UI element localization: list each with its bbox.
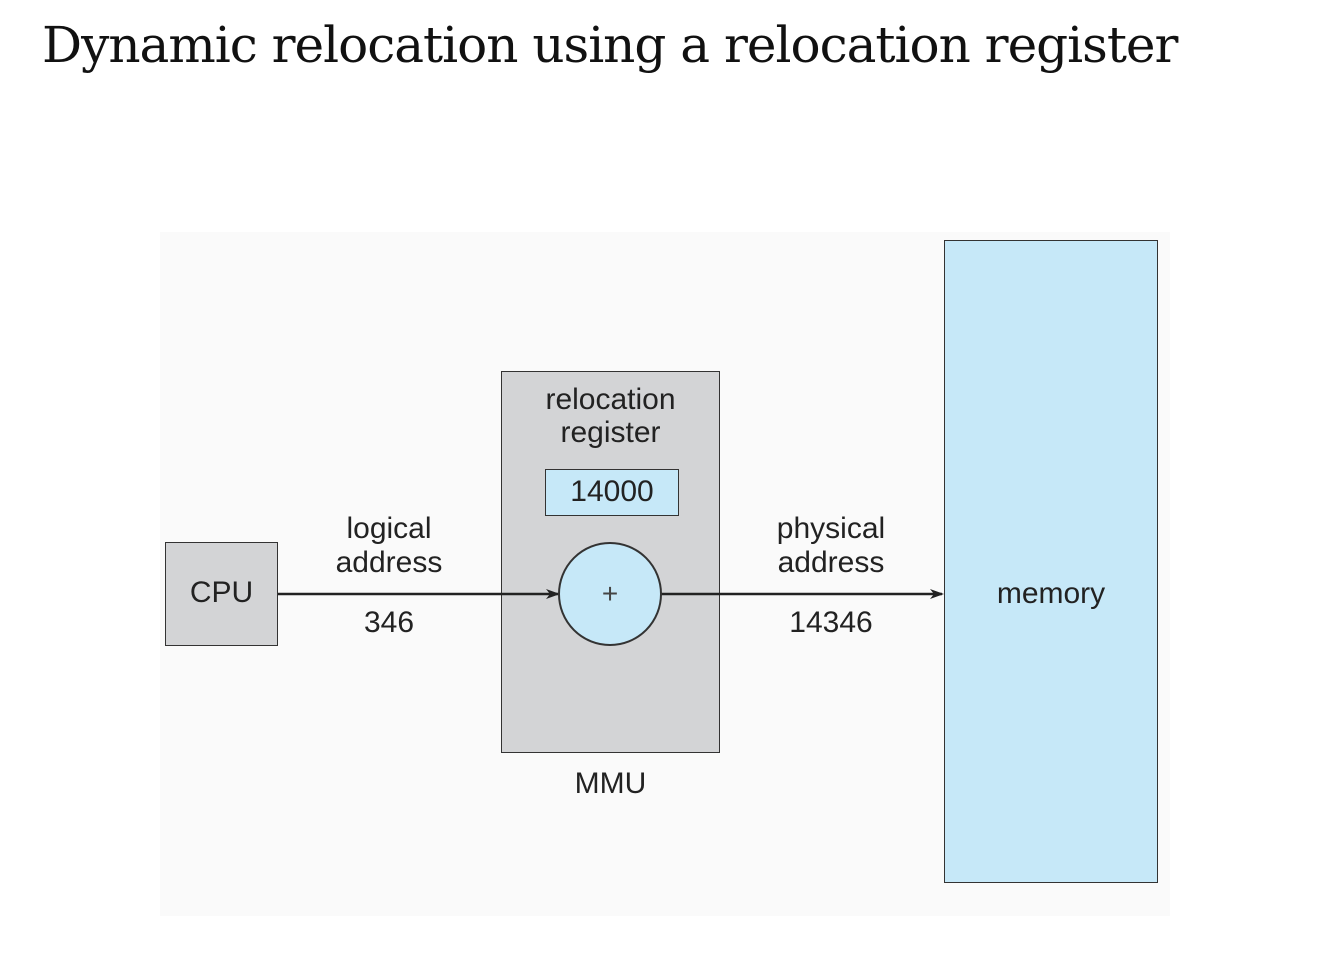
relocation-register-value: 14000: [570, 475, 654, 508]
logical-address-label-line2: address: [335, 546, 443, 579]
mmu-label: MMU: [574, 767, 647, 800]
memory-box: [944, 240, 1158, 883]
adder-circle: [558, 542, 662, 646]
relocation-register-box: [545, 469, 679, 516]
memory-label: memory: [996, 577, 1106, 610]
adder-plus-symbol: +: [602, 578, 618, 609]
cpu-box: [165, 542, 278, 646]
cpu-label: CPU: [189, 576, 254, 609]
slide-title: Dynamic relocation using a relocation re…: [42, 16, 1178, 74]
physical-address-label-line1: physical: [776, 512, 886, 545]
physical-address-label-line2: address: [777, 546, 885, 579]
relocation-register-label-line2: register: [560, 416, 661, 449]
logical-address-value: 346: [363, 606, 415, 639]
logical-address-label-line1: logical: [346, 512, 432, 545]
relocation-register-label-line1: relocation: [545, 383, 676, 416]
physical-address-value: 14346: [789, 606, 873, 639]
